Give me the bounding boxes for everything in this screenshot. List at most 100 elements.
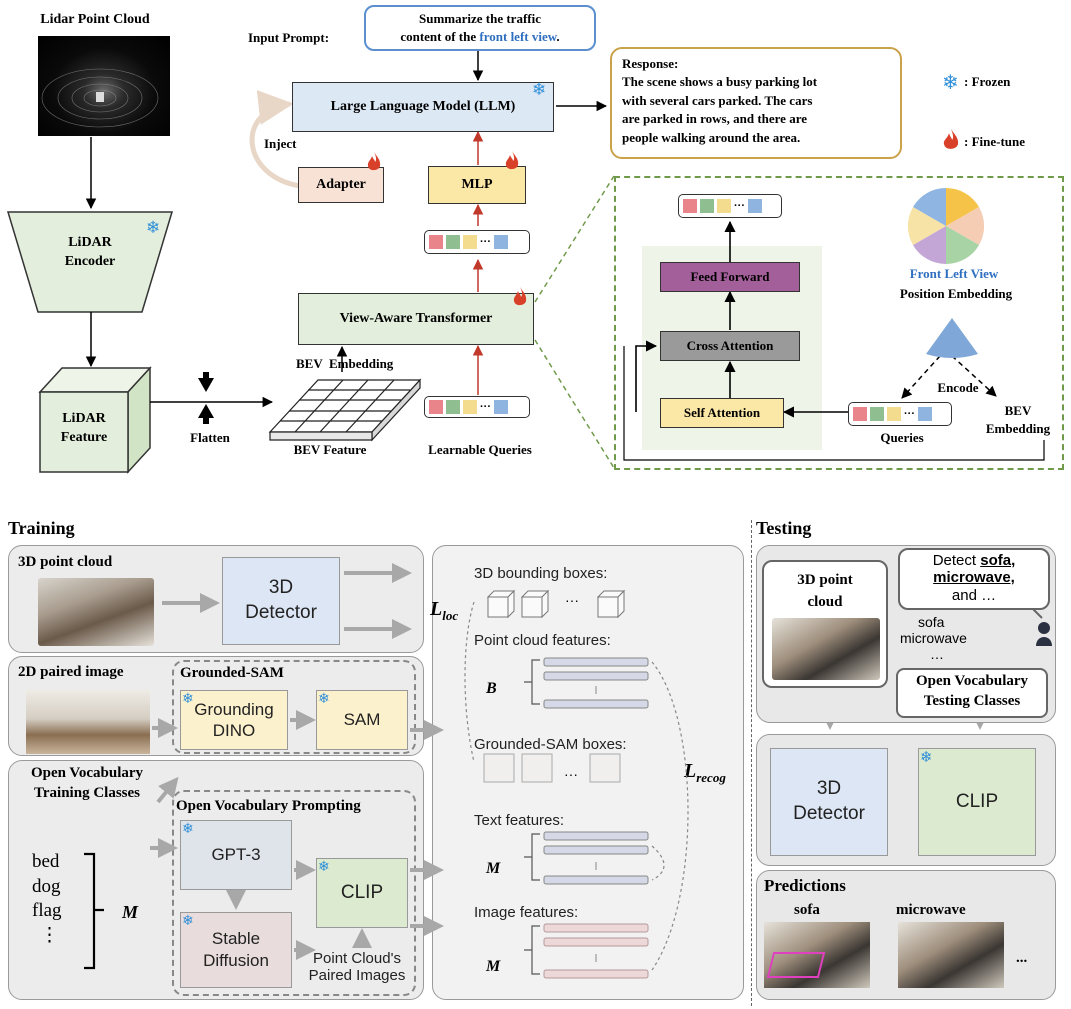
cross-attention-box: Cross Attention: [660, 331, 800, 361]
sofa-bounding-box: [766, 952, 826, 978]
class-item: ⋮: [40, 925, 59, 947]
testing-3d-detector-box: 3D Detector: [770, 748, 888, 856]
lidar-point-cloud-image: [38, 36, 170, 136]
testing-clip-box: CLIP: [918, 748, 1036, 856]
ov-training-label: Open Vocabulary Training Classes: [30, 765, 144, 801]
position-pie: [907, 187, 985, 265]
input-prompt-label: Input Prompt:: [248, 30, 330, 45]
ov-prompting-group: [172, 790, 416, 996]
m-text-label: M: [486, 860, 501, 877]
loss-recog-sub: recog: [696, 770, 726, 785]
user-icon: [1031, 608, 1052, 646]
training-heading: Training: [8, 518, 75, 538]
bev-embedding-2-label: BEV Embedding: [985, 403, 1051, 436]
predictions-label: Predictions: [764, 876, 846, 895]
loss-loc-label: Lloc: [430, 598, 458, 624]
queries-label: Queries: [880, 430, 924, 445]
token-ellipsis: ···: [904, 408, 915, 420]
vat-detail-panel: [614, 176, 1064, 470]
response-line: are parked in rows, and there are: [622, 111, 808, 127]
sam-box: SAM: [316, 690, 408, 750]
lidar-encoder-label: LiDAR Encoder: [64, 235, 116, 269]
token-ellipsis: ···: [734, 200, 745, 212]
learnable-queries-label: Learnable Queries: [428, 442, 532, 457]
testing-class-microwave: microwave: [900, 630, 967, 646]
lidar-encoder-shape: [6, 211, 174, 313]
top-diagram-lines: [6, 50, 615, 474]
m-image-label: M: [486, 958, 501, 975]
bboxes-label: 3D bounding boxes:: [474, 565, 608, 582]
response-line: people walking around the area.: [622, 129, 801, 145]
pred-microwave-image: [898, 922, 1004, 988]
bev-embedding-label: BEV Embedding: [296, 356, 394, 371]
legend-snowflake-icon: ❄: [942, 70, 959, 94]
detail-query-tokens: ···: [848, 402, 952, 426]
loss-loc-symbol: L: [430, 598, 443, 620]
prompt-box: Summarize the traffic content of the fro…: [364, 5, 596, 51]
gs-boxes-label: Grounded-SAM boxes:: [474, 736, 627, 753]
image-features-label: Image features:: [474, 904, 579, 921]
gs-box-dots: ···: [564, 766, 578, 782]
prompt-text: content of the: [400, 29, 480, 45]
grounded-sam-label: Grounded-SAM: [180, 665, 284, 681]
frozen-snowflake-icon: ❄: [318, 859, 330, 875]
flatten-label: Flatten: [190, 430, 230, 445]
response-line: The scene shows a busy parking lot: [622, 74, 818, 90]
llm-box: Large Language Model (LLM): [292, 82, 554, 132]
bbox-dots: ···: [565, 592, 579, 608]
ov-prompting-label: Open Vocabulary Prompting: [176, 798, 361, 814]
legend-finetune-label: : Fine-tune: [964, 134, 1026, 149]
view-aware-transformer-box: View-Aware Transformer: [298, 293, 534, 345]
point-cloud-image: [38, 578, 154, 646]
paired-image-label: 2D paired image: [18, 664, 124, 680]
response-title: Response:: [622, 56, 679, 71]
prompt-line-1: Summarize the traffic: [418, 11, 541, 26]
detect-suffix: and …: [951, 586, 997, 604]
stable-diffusion-box: Stable Diffusion: [180, 912, 292, 988]
prompt-line-2: content of the front left view.: [366, 28, 594, 46]
training-3d-detector-box: 3D Detector: [222, 557, 340, 645]
finetune-flame-icon: [367, 152, 381, 171]
inject-arrow: [249, 90, 301, 189]
output-query-tokens: ···: [424, 230, 530, 254]
class-item: flag: [32, 900, 62, 922]
legend-frozen-label: : Frozen: [964, 74, 1011, 89]
loss-loc-sub: loc: [442, 608, 459, 623]
class-item: bed: [32, 851, 60, 872]
section-divider: [751, 520, 752, 1006]
class-brace: [84, 852, 104, 970]
token-ellipsis: ···: [480, 401, 491, 413]
testing-point-cloud-image: [772, 618, 880, 680]
lidar-feature-front: [39, 391, 129, 473]
adapter-box: Adapter: [298, 167, 384, 203]
inject-label: Inject: [264, 136, 297, 151]
gpt3-box: GPT-3: [180, 820, 292, 890]
pc-features-label: Point cloud features:: [474, 632, 611, 649]
front-left-view-label: Front Left View: [909, 266, 999, 281]
testing-class-ellipsis: …: [930, 646, 944, 662]
self-attention-box: Self Attention: [660, 398, 784, 428]
finetune-flame-icon: [513, 287, 527, 306]
m-label: M: [122, 902, 139, 922]
token-ellipsis: ···: [480, 236, 491, 248]
frozen-snowflake-icon: ❄: [182, 913, 194, 929]
frozen-snowflake-icon: ❄: [532, 80, 547, 100]
bev-feature-label: BEV Feature: [293, 442, 367, 457]
grounded-sam-group: [172, 660, 416, 754]
b-label: B: [486, 680, 497, 697]
legend-flame-icon: [943, 129, 959, 149]
pred-sofa-label: sofa: [794, 902, 820, 918]
training-point-cloud-label: 3D point cloud: [18, 554, 113, 570]
detect-prefix: Detect: [932, 552, 981, 569]
view-wedge: [926, 318, 978, 358]
text-features-label: Text features:: [474, 812, 565, 829]
detail-lines: [623, 187, 1045, 461]
testing-point-cloud-label: 3D point cloud: [797, 572, 853, 610]
frozen-snowflake-icon: ❄: [182, 821, 194, 837]
detect-word-sofa: sofa,: [980, 552, 1016, 569]
learnable-query-tokens: ···: [424, 396, 530, 418]
pred-microwave-label: microwave: [896, 902, 966, 918]
paired-images-note: Point Cloud's Paired Images: [308, 950, 406, 985]
lidar-title: Lidar Point Cloud: [40, 12, 150, 27]
frozen-snowflake-icon: ❄: [920, 748, 933, 766]
